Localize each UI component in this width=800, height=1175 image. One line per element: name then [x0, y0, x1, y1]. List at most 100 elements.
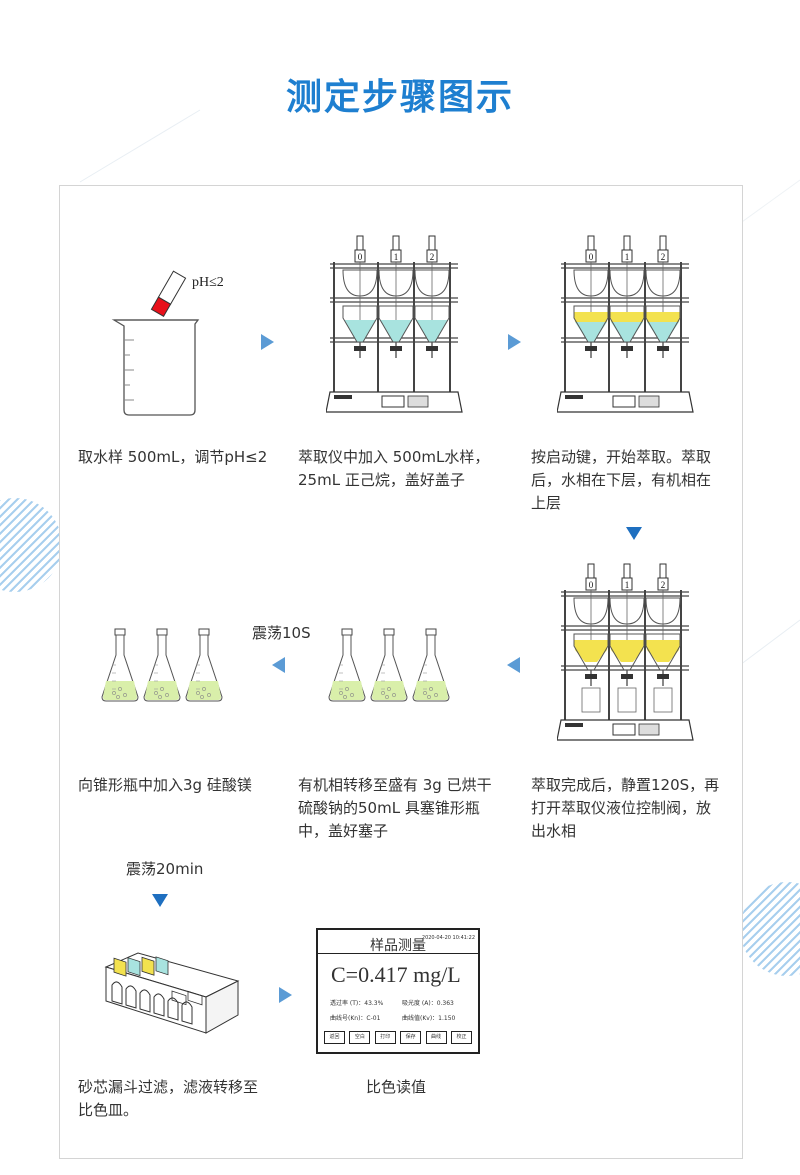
- organic-phase: [610, 640, 644, 650]
- bubble: [160, 687, 164, 691]
- collection-beaker: [581, 687, 601, 713]
- bubble: [429, 687, 433, 691]
- organic-phase: [647, 650, 679, 662]
- display-button-curve[interactable]: 曲线: [425, 1031, 447, 1044]
- stirrer-motor: [428, 235, 436, 251]
- bubble: [381, 691, 385, 695]
- stopcock: [585, 674, 597, 679]
- organic-phase: [611, 650, 643, 662]
- caption-line: 打开萃取仪液位控制阀，放: [531, 799, 712, 817]
- step1-beaker-illustration: pH≤2: [111, 270, 224, 416]
- flask-stopper: [198, 628, 210, 636]
- stirrer-motor: [392, 235, 400, 251]
- step3-caption: 按启动键，开始萃取。萃取 后，水相在下层，有机相在 上层: [531, 446, 711, 515]
- brand-plate: [334, 395, 352, 399]
- flask-stopper: [383, 628, 395, 636]
- arrow-right-1: [261, 334, 274, 350]
- caption-line: 按启动键，开始萃取。萃取: [531, 448, 712, 466]
- display-button-back[interactable]: 返回: [324, 1031, 345, 1044]
- stirrer-motor: [659, 563, 667, 579]
- water-phase: [380, 320, 412, 342]
- ph-label: pH≤2: [192, 275, 224, 290]
- arrow-down-1: [626, 527, 642, 540]
- display-absorbance: 吸光度 (A)：0.363: [402, 1000, 454, 1007]
- bubble: [158, 695, 162, 699]
- flask-stopper: [425, 628, 437, 636]
- display-curve-number: 曲线号(Kn)：C-01: [330, 1015, 381, 1022]
- caption-line: 上层: [531, 494, 562, 512]
- bubble: [165, 693, 169, 697]
- stirrer-motor: [623, 235, 631, 251]
- bubble: [200, 695, 204, 699]
- control-screen: [612, 395, 636, 408]
- instrument-display: 样品测量 2020-04-20 10:41:22 C=0.417 mg/L 透过…: [316, 928, 480, 1054]
- step6-caption: 向锥形瓶中加入3g 硅酸镁: [78, 776, 252, 794]
- caption-line: 有机相转移至盛有 3g 已烘干: [298, 776, 492, 794]
- stirrer-motor: [587, 563, 595, 579]
- step7-filter-rack-illustration: [104, 952, 240, 1034]
- funnel-outline: [378, 305, 414, 343]
- caption-line: 萃取完成后，静置120S，再: [531, 776, 720, 794]
- bubble: [112, 691, 116, 695]
- arrow-down-2: [152, 894, 168, 907]
- display-button-save[interactable]: 保存: [400, 1031, 422, 1044]
- bubble: [385, 695, 389, 699]
- flask-stopper: [341, 628, 353, 636]
- step2-caption: 萃取仪中加入 500mL水样， 25mL 正己烷，盖好盖子: [298, 446, 489, 492]
- stirrer-motor: [623, 563, 631, 579]
- water-phase: [647, 322, 679, 342]
- bubble: [207, 693, 211, 697]
- step8-caption: 比色读值: [366, 1078, 427, 1096]
- flask-stopper: [114, 628, 126, 636]
- caption-line: 比色皿。: [78, 1101, 139, 1119]
- organic-phase: [574, 640, 608, 650]
- bubble: [339, 691, 343, 695]
- water-phase: [611, 322, 643, 342]
- funnel-number: 0: [358, 252, 363, 262]
- funnel-outline: [645, 305, 681, 343]
- stopcock: [657, 346, 669, 351]
- display-datetime: 2020-04-20 10:41:22: [421, 935, 475, 941]
- brand-plate: [565, 395, 583, 399]
- stirrer-motor: [356, 235, 364, 251]
- control-keypad: [638, 395, 660, 408]
- bubble: [343, 695, 347, 699]
- funnel-outline: [609, 305, 645, 343]
- organic-phase: [574, 312, 608, 322]
- bubble: [392, 693, 396, 697]
- stirrer-motor: [659, 235, 667, 251]
- funnel-number: 0: [589, 580, 594, 590]
- caption-line: 萃取仪中加入 500mL水样，: [298, 448, 490, 466]
- organic-phase: [646, 312, 680, 322]
- display-reading: C=0.417 mg/L: [331, 962, 461, 987]
- bubble: [196, 691, 200, 695]
- control-screen: [381, 395, 405, 408]
- stopcock: [426, 346, 438, 351]
- control-keypad: [407, 395, 429, 408]
- bubble: [202, 687, 206, 691]
- display-button-calibrate[interactable]: 校正: [450, 1031, 472, 1044]
- caption-line: 后，水相在下层，有机相在: [531, 471, 712, 489]
- caption-line: 中，盖好塞子: [298, 822, 389, 840]
- shake-20min-label: 震荡20min: [126, 860, 204, 878]
- organic-phase: [610, 312, 644, 322]
- funnel-outline: [573, 633, 609, 671]
- bubble: [427, 695, 431, 699]
- arrow-left-1: [272, 657, 285, 673]
- organic-phase: [575, 650, 607, 662]
- water-phase: [416, 320, 448, 342]
- stopcock: [354, 346, 366, 351]
- display-button-print[interactable]: 打印: [374, 1031, 396, 1044]
- funnel-outline: [342, 305, 378, 343]
- bubble: [387, 687, 391, 691]
- brand-plate: [565, 723, 583, 727]
- funnel-outline: [609, 633, 645, 671]
- stopcock: [657, 674, 669, 679]
- display-header-rule: [318, 953, 478, 954]
- display-button-blank[interactable]: 空白: [349, 1031, 371, 1044]
- arrow-right-3: [279, 987, 292, 1003]
- page-title: 测定步骤图示: [285, 77, 514, 118]
